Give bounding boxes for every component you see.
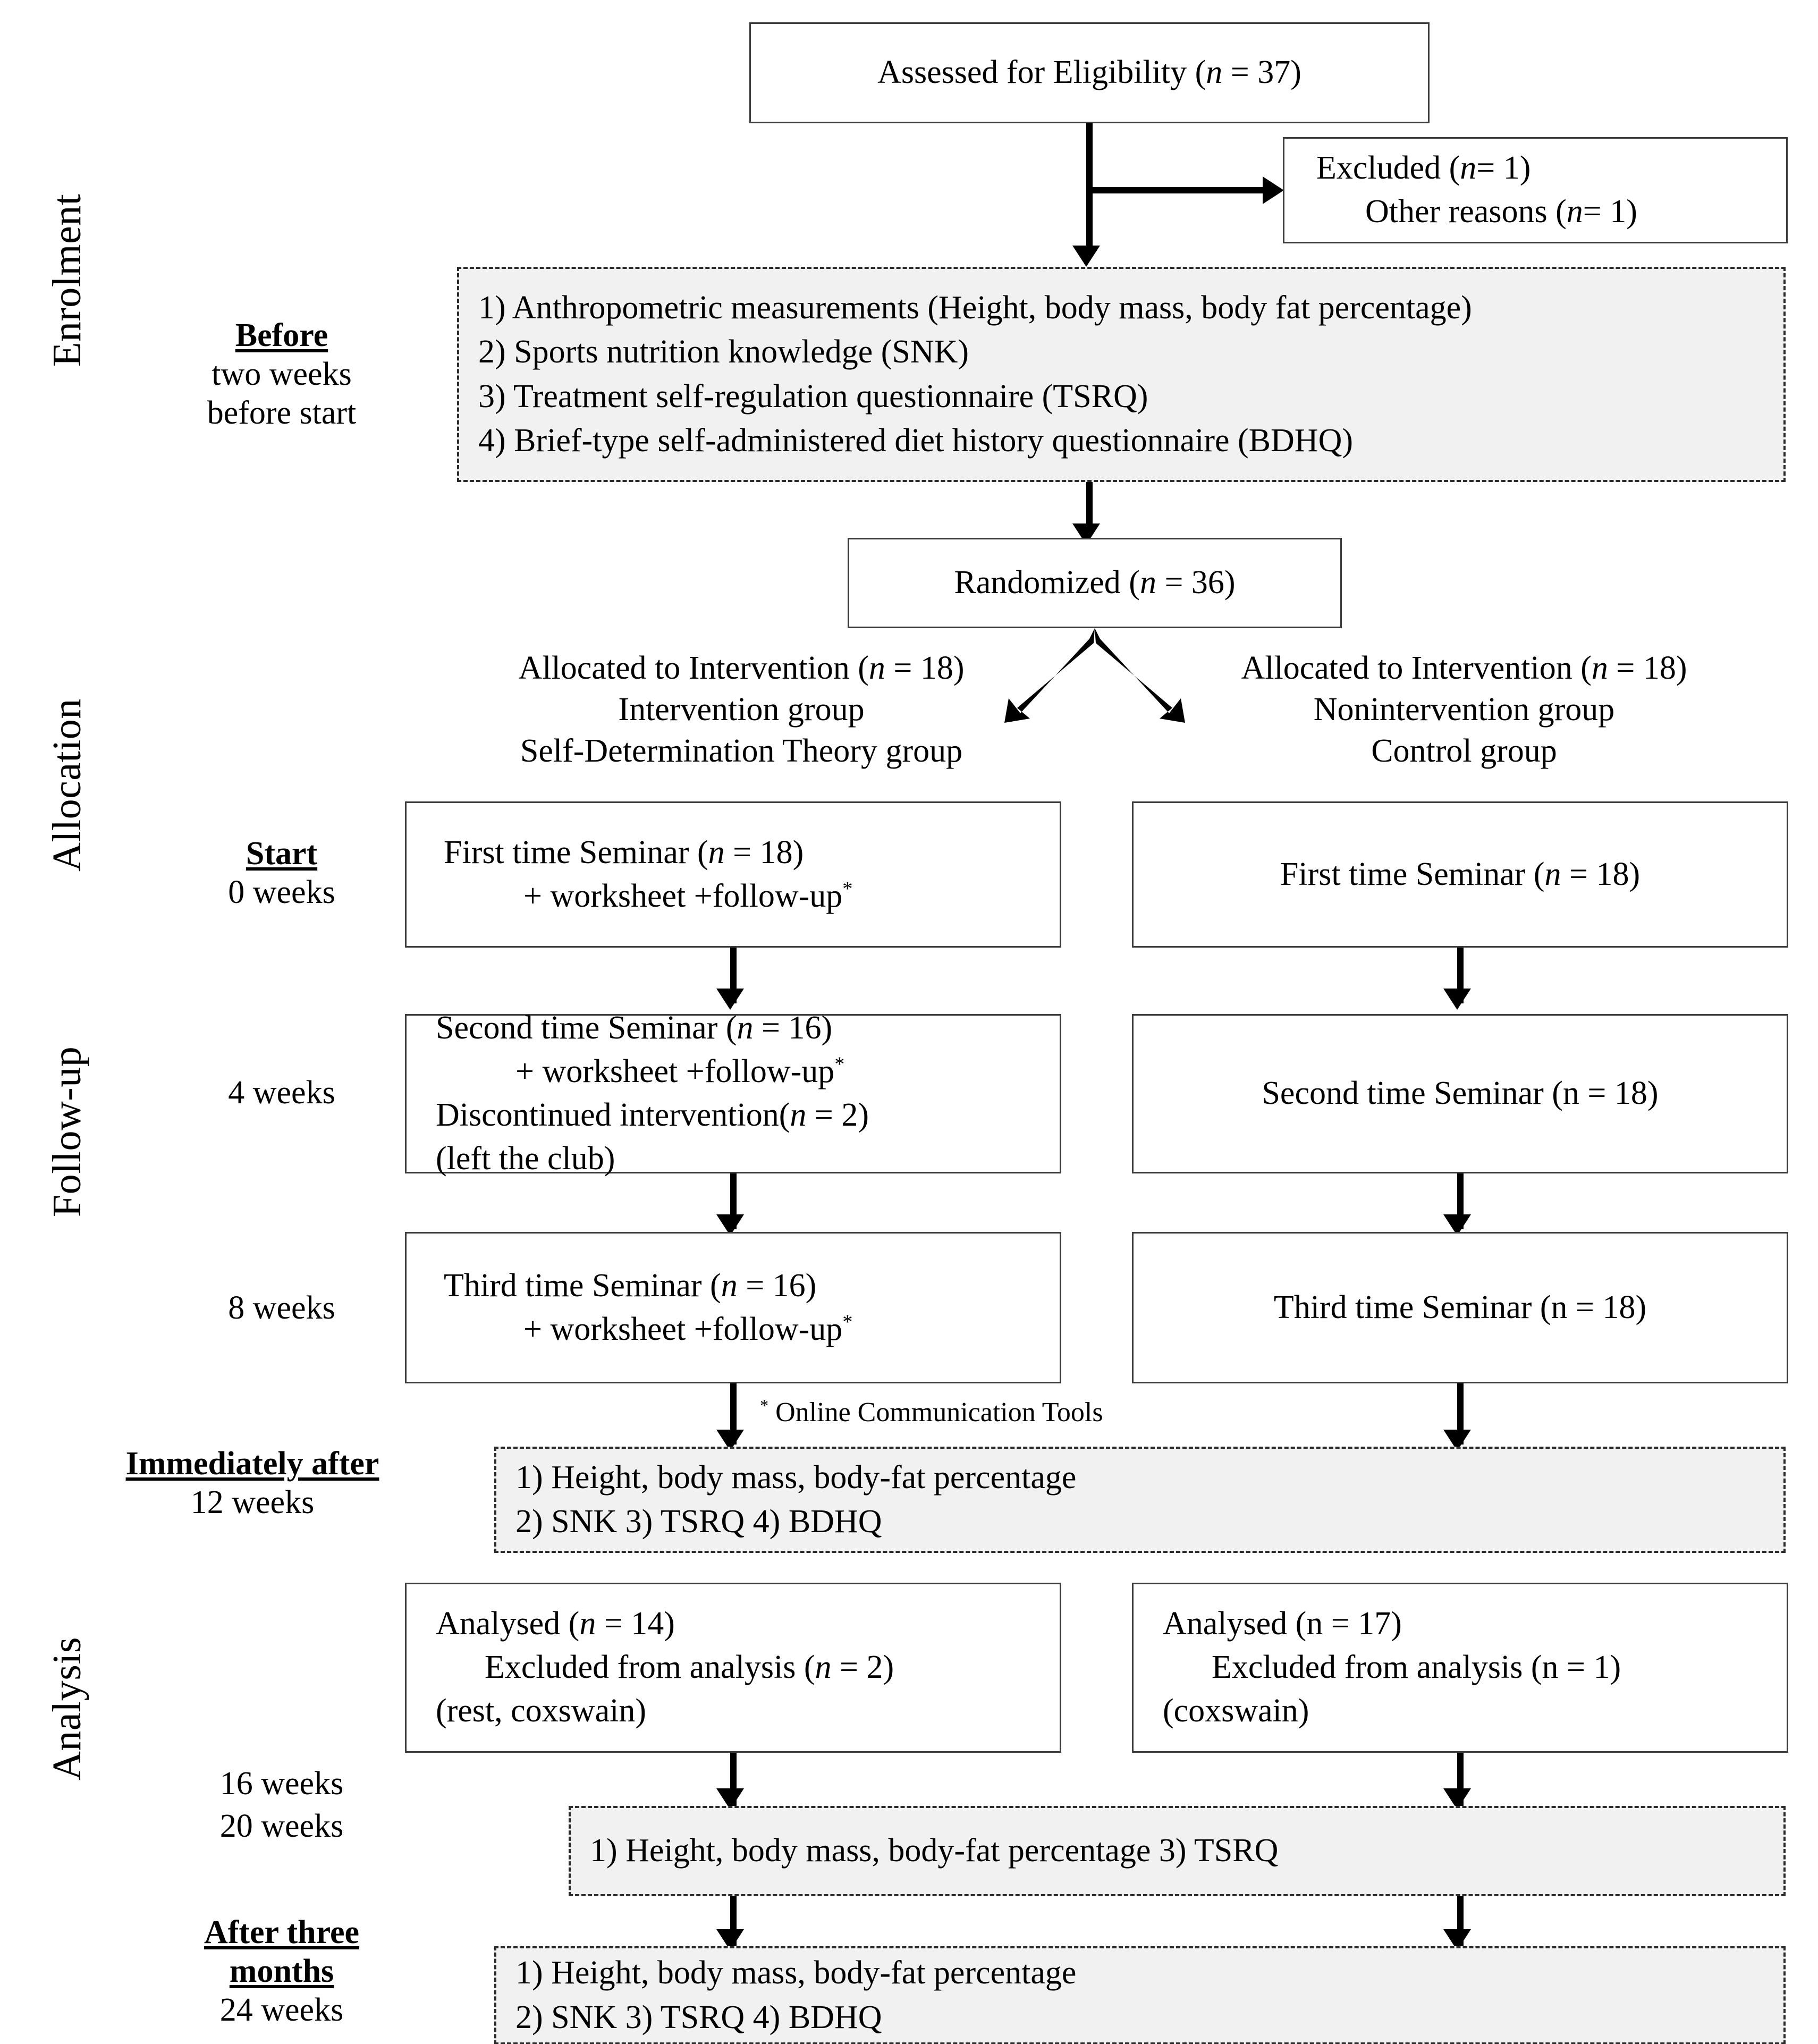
sem2-left-line1: Second time Seminar (n = 16) — [436, 1010, 833, 1046]
allocation-split-arrows — [1004, 628, 1185, 723]
connector-baseline-to-randomized — [1086, 482, 1093, 535]
phase-label-analysis: Analysis — [45, 1637, 89, 1780]
analysed-right-line1: Analysed (n = 17) — [1163, 1606, 1402, 1642]
time-label-start-header: Start — [246, 835, 318, 872]
footnote-marker-2: * — [834, 1053, 845, 1076]
grey-box-post20-assessments: 1) Height, body mass, body-fat percentag… — [569, 1806, 1786, 1896]
box-analysed-control: Analysed (n = 17) Excluded from analysis… — [1132, 1583, 1788, 1753]
baseline-line3: 3) Treatment self-regulation questionnai… — [478, 378, 1148, 415]
box-second-seminar-control: Second time Seminar (n = 18) — [1132, 1014, 1788, 1173]
box-second-seminar-intervention: Second time Seminar (n = 16) + worksheet… — [405, 1010, 1061, 1177]
time-label-immediately-after-sub1: 12 weeks — [190, 1484, 315, 1521]
sem2-left-line2: + worksheet +follow-up* — [515, 1053, 845, 1090]
post24-line1: 1) Height, body mass, body-fat percentag… — [515, 1955, 1077, 1991]
post20-line1: 1) Height, body mass, body-fat percentag… — [590, 1832, 1279, 1869]
footnote-marker-3: * — [842, 1310, 853, 1333]
footnote-text: Online Communication Tools — [775, 1397, 1103, 1428]
sem3-right-line1: Third time Seminar (n = 18) — [1273, 1289, 1647, 1325]
box-first-seminar-intervention: First time Seminar (n = 18) + worksheet … — [405, 801, 1061, 948]
connector-assessed-to-baseline — [1086, 187, 1093, 256]
analysed-left-line2: Excluded from analysis (n = 2) — [485, 1649, 894, 1686]
alloc-left-line2: Intervention group — [618, 691, 865, 728]
analysed-left-line3: (rest, coxswain) — [436, 1692, 646, 1729]
footnote-online-communication-tools: * Online Communication Tools — [760, 1397, 1103, 1428]
footnote-marker-1: * — [842, 877, 853, 900]
sem2-right-line1: Second time Seminar (n = 18) — [1262, 1075, 1659, 1112]
alloc-right-line1: Allocated to Intervention (n = 18) — [1241, 650, 1687, 686]
connector-sem3-right-to-post12 — [1457, 1383, 1464, 1445]
grey-box-post24-assessments: 1) Height, body mass, body-fat percentag… — [494, 1946, 1786, 2044]
box-assessed-for-eligibility: Assessed for Eligibility (n = 37) — [749, 22, 1430, 123]
box-third-seminar-intervention: Third time Seminar (n = 16) + worksheet … — [405, 1232, 1061, 1383]
phase-label-followup: Follow-up — [45, 1046, 89, 1217]
grey-box-post12-assessments: 1) Height, body mass, body-fat percentag… — [494, 1447, 1786, 1553]
grey-box-baseline-assessments: 1) Anthropometric measurements (Height, … — [457, 267, 1786, 482]
post12-line2: 2) SNK 3) TSRQ 4) BDHQ — [515, 1504, 882, 1540]
arrowhead-to-excluded — [1263, 176, 1284, 204]
arrowhead-to-baseline — [1072, 246, 1100, 267]
baseline-line4: 4) Brief-type self-administered diet his… — [478, 422, 1353, 459]
alloc-left-line1: Allocated to Intervention (n = 18) — [518, 650, 965, 686]
time-label-start-sub1: 0 weeks — [228, 874, 335, 911]
sem1-left-line1: First time Seminar (n = 18) — [444, 834, 804, 871]
time-label-week20: 20 weeks — [128, 1807, 436, 1846]
alloc-right-line2: Nonintervention group — [1313, 691, 1615, 728]
connector-assessed-down — [1086, 123, 1093, 192]
sem2-left-line4: (left the club) — [436, 1140, 615, 1177]
alloc-left-line3: Self-Determination Theory group — [520, 733, 963, 770]
sem1-right-line1: First time Seminar (n = 18) — [1280, 856, 1641, 892]
time-label-before-sub2: before start — [207, 395, 357, 432]
box-excluded-line1: Excluded (n= 1) — [1316, 150, 1531, 187]
post24-line2: 2) SNK 3) TSRQ 4) BDHQ — [515, 1999, 882, 2035]
time-label-before-header: Before — [235, 317, 328, 353]
phase-label-enrolment: Enrolment — [45, 193, 89, 367]
baseline-line1: 1) Anthropometric measurements (Height, … — [478, 290, 1472, 326]
time-label-week4-sub1: 4 weeks — [228, 1075, 335, 1111]
time-label-immediately-after-header: Immediately after — [125, 1446, 379, 1482]
time-label-week20-sub1: 20 weeks — [219, 1808, 344, 1844]
time-label-week16-sub1: 16 weeks — [219, 1766, 344, 1802]
time-label-immediately-after: Immediately after 12 weeks — [5, 1445, 500, 1522]
box-randomized: Randomized (n = 36) — [848, 538, 1342, 628]
time-label-week8: 8 weeks — [128, 1289, 436, 1328]
analysed-left-line1: Analysed (n = 14) — [436, 1606, 675, 1642]
time-label-after-three-months-sub1: 24 weeks — [219, 1992, 344, 2029]
box-first-seminar-control: First time Seminar (n = 18) — [1132, 801, 1788, 948]
alloc-right-line3: Control group — [1371, 733, 1557, 770]
sem1-left-line2: + worksheet +follow-up* — [523, 877, 853, 914]
connector-sem3-left-to-post12 — [730, 1383, 737, 1445]
box-analysed-intervention: Analysed (n = 14) Excluded from analysis… — [405, 1583, 1061, 1753]
box-third-seminar-control: Third time Seminar (n = 18) — [1132, 1232, 1788, 1383]
phase-label-allocation: Allocation — [45, 698, 89, 872]
box-assessed-line1: Assessed for Eligibility (n = 37) — [877, 54, 1301, 91]
time-label-before-sub1: two weeks — [212, 356, 352, 393]
time-label-after-three-months-header2: months — [229, 1953, 334, 1990]
time-label-week16: 16 weeks — [128, 1764, 436, 1803]
time-label-start: Start 0 weeks — [128, 834, 436, 912]
time-label-after-three-months-header: After three — [204, 1914, 360, 1950]
baseline-line2: 2) Sports nutrition knowledge (SNK) — [478, 334, 969, 370]
box-excluded-line2: Other reasons (n= 1) — [1365, 193, 1637, 230]
sem3-left-line1: Third time Seminar (n = 16) — [444, 1267, 817, 1304]
box-randomized-line1: Randomized (n = 36) — [954, 564, 1236, 601]
time-label-after-three-months: After three months 24 weeks — [96, 1913, 468, 2030]
arrowhead-sem2-left — [716, 989, 744, 1010]
arrowhead-sem2-right — [1443, 989, 1471, 1010]
sem2-left-line3: Discontinued intervention(n = 2) — [436, 1097, 869, 1133]
analysed-right-line2: Excluded from analysis (n = 1) — [1212, 1649, 1621, 1686]
allocation-left-text: Allocated to Intervention (n = 18) Inter… — [420, 647, 1063, 772]
connector-assessed-to-excluded — [1086, 187, 1267, 193]
post12-line1: 1) Height, body mass, body-fat percentag… — [515, 1459, 1077, 1496]
time-label-week4: 4 weeks — [128, 1074, 436, 1112]
box-excluded: Excluded (n= 1) Other reasons (n= 1) — [1283, 137, 1788, 243]
time-label-before: Before two weeks before start — [96, 316, 468, 433]
footnote-asterisk: * — [760, 1396, 769, 1415]
sem3-left-line2: + worksheet +follow-up* — [523, 1310, 853, 1347]
time-label-week8-sub1: 8 weeks — [228, 1290, 335, 1326]
allocation-right-text: Allocated to Intervention (n = 18) Nonin… — [1143, 647, 1786, 772]
analysed-right-line3: (coxswain) — [1163, 1692, 1309, 1729]
